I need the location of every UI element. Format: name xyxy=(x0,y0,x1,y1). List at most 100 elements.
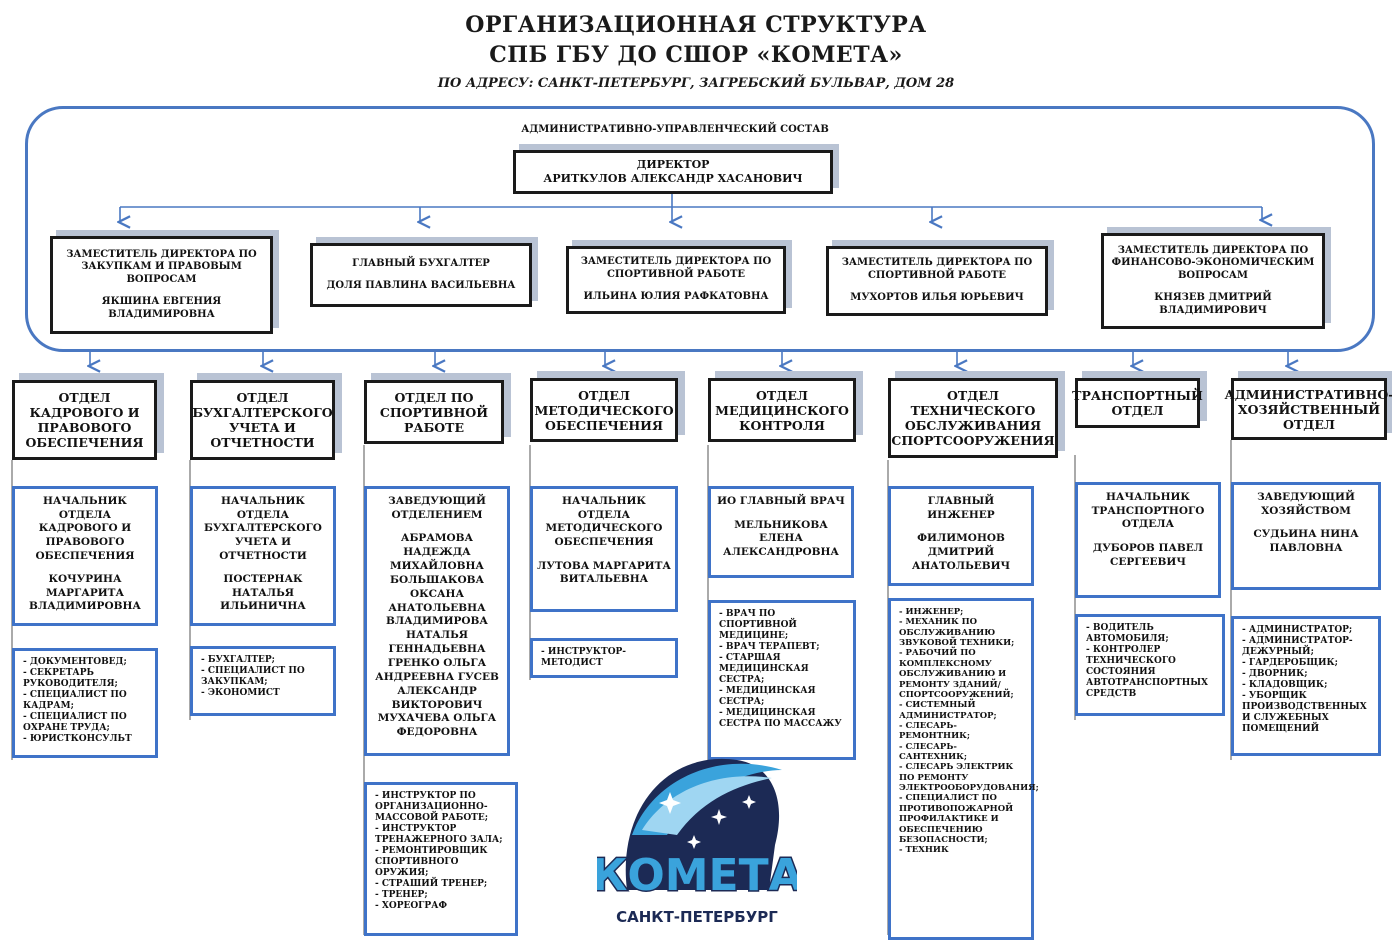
staff-item: - РЕМОНТИРОВЩИК СПОРТИВНОГО ОРУЖИЯ; xyxy=(375,845,488,878)
deputy-role: ГЛАВНЫЙ БУХГАЛТЕР xyxy=(352,257,490,269)
department-head: НАЧАЛЬНИК ОТДЕЛА МЕТОДИЧЕСКОГО ОБЕСПЕЧЕН… xyxy=(530,486,678,612)
staff-item: - ГАРДЕРОБЩИК; xyxy=(1242,657,1338,668)
deputy-role: ЗАМЕСТИТЕЛЬ ДИРЕКТОРА ПО ФИНАНСОВО-ЭКОНО… xyxy=(1111,244,1315,281)
department-box: ОТДЕЛ МЕДИЦИНСКОГО КОНТРОЛЯ xyxy=(708,378,856,442)
chart-title: ОРГАНИЗАЦИОННАЯ СТРУКТУРА xyxy=(465,12,927,38)
head-name: ФИЛИМОНОВ ДМИТРИЙ АНАТОЛЬЕВИЧ xyxy=(911,532,1011,572)
department-box: АДМИНИСТРАТИВНО-ХОЗЯЙСТВЕННЫЙ ОТДЕЛ xyxy=(1225,378,1392,440)
staff-item: - ТЕХНИК xyxy=(899,845,949,856)
staff-item: - СИСТЕМНЫЙ АДМИНИСТРАТОР; xyxy=(899,700,997,721)
department-head: НАЧАЛЬНИК ОТДЕЛА КАДРОВОГО И ПРАВОВОГО О… xyxy=(12,486,158,626)
staff-item: - ЮРИСТКОНСУЛЬТ xyxy=(23,733,132,744)
staff-item: - СЛЕСАРЬ-РЕМОНТНИК; xyxy=(899,720,970,742)
admin-frame xyxy=(25,106,1375,352)
deputy-name: ДОЛЯ ПАВЛИНА ВАСИЛЬЕВНА xyxy=(326,280,516,291)
staff-item: - СТРАШИЙ ТРЕНЕР; xyxy=(375,878,488,889)
staff-item: - ЭКОНОМИСТ xyxy=(201,687,280,698)
staff-item: - ВОДИТЕЛЬ АВТОМОБИЛЯ; xyxy=(1086,623,1169,644)
head-role: ЗАВЕДУЮЩИЙ ХОЗЯЙСТВОМ xyxy=(1257,491,1355,517)
deputy-role: ЗАМЕСТИТЕЛЬ ДИРЕКТОРА ПО СПОРТИВНОЙ РАБО… xyxy=(580,256,772,280)
director-box: ДИРЕКТОР АРИТКУЛОВ АЛЕКСАНДР ХАСАНОВИЧ xyxy=(513,150,833,194)
staff-item: - МЕДИЦИНСКАЯ СЕСТРА ПО МАССАЖУ xyxy=(719,707,842,729)
staff-list: - ВОДИТЕЛЬ АВТОМОБИЛЯ; - КОНТРОЛЕР ТЕХНИ… xyxy=(1075,614,1225,716)
staff-item: - ВРАЧ ПО СПОРТИВНОЙ МЕДИЦИНЕ; xyxy=(719,609,797,641)
address: ПО АДРЕСУ: САНКТ-ПЕТЕРБУРГ, ЗАГРЕБСКИЙ Б… xyxy=(437,76,955,91)
staff-item: - СЛЕСАРЬ-САНТЕХНИК; xyxy=(899,741,968,763)
staff-item: - АДМИНИСТРАТОР-ДЕЖУРНЫЙ; xyxy=(1242,635,1353,657)
staff-list: - ИНСТРУКТОР-МЕТОДИСТ xyxy=(530,638,678,678)
logo-city: САНКТ-ПЕТЕРБУРГ xyxy=(616,908,778,926)
head-role: НАЧАЛЬНИК ОТДЕЛА БУХГАЛТЕРСКОГО УЧЕТА И … xyxy=(204,495,322,562)
staff-item: - СПЕЦИАЛИСТ ПО ОХРАНЕ ТРУДА; xyxy=(23,711,127,733)
organization-name: СПБ ГБУ ДО СШОР «КОМЕТА» xyxy=(489,42,903,68)
department-head: НАЧАЛЬНИК ТРАНСПОРТНОГО ОТДЕЛА ДУБОРОВ П… xyxy=(1075,482,1221,598)
staff-item: - КОНТРОЛЕР ТЕХНИЧЕСКОГО СОСТОЯНИЯ АВТОТ… xyxy=(1086,644,1209,699)
department-box: ОТДЕЛ МЕТОДИЧЕСКОГО ОБЕСПЕЧЕНИЯ xyxy=(530,378,678,442)
staff-list: - БУХГАЛТЕР; - СПЕЦИАЛИСТ ПО ЗАКУПКАМ; -… xyxy=(190,646,336,716)
deputy-name: ИЛЬИНА ЮЛИЯ РАФКАТОВНА xyxy=(583,291,769,303)
department-box: ОТДЕЛ ТЕХНИЧЕСКОГО ОБСЛУЖИВАНИЯ СПОРТСОО… xyxy=(888,378,1058,458)
head-role: ГЛАВНЫЙ ИНЖЕНЕР xyxy=(927,495,995,521)
deputy-role: ЗАМЕСТИТЕЛЬ ДИРЕКТОРА ПО ЗАКУПКАМ И ПРАВ… xyxy=(66,248,257,285)
head-name: АБРАМОВА НАДЕЖДА МИХАЙЛОВНА БОЛЬШАКОВА О… xyxy=(375,532,499,739)
head-name: КОЧУРИНА МАРГАРИТА ВЛАДИМИРОВНА xyxy=(29,573,141,613)
head-name: ПОСТЕРНАК НАТАЛЬЯ ИЛЬИНИЧНА xyxy=(220,573,306,613)
deputy-name: МУХОРТОВ ИЛЬЯ ЮРЬЕВИЧ xyxy=(850,292,1024,304)
deputy-box: ЗАМЕСТИТЕЛЬ ДИРЕКТОРА ПО СПОРТИВНОЙ РАБО… xyxy=(566,246,786,314)
head-name: МЕЛЬНИКОВА ЕЛЕНА АЛЕКСАНДРОВНА xyxy=(723,518,839,558)
staff-item: - МЕХАНИК ПО ОБСЛУЖИВАНИЮ ЗВУКОВОЙ ТЕХНИ… xyxy=(899,617,1015,649)
staff-item: - БУХГАЛТЕР; xyxy=(201,655,275,665)
head-role: ЗАВЕДУЮЩИЙ ОТДЕЛЕНИЕМ xyxy=(388,495,486,521)
deputy-box: ЗАМЕСТИТЕЛЬ ДИРЕКТОРА ПО ФИНАНСОВО-ЭКОНО… xyxy=(1101,233,1325,329)
comet-emblem: КОМЕТА САНКТ-ПЕТЕРБУРГ xyxy=(590,758,804,926)
staff-item: - МЕДИЦИНСКАЯ СЕСТРА; xyxy=(719,685,816,707)
kometa-logo: КОМЕТА САНКТ-ПЕТЕРБУРГ xyxy=(590,740,804,940)
head-name: ДУБОРОВ ПАВЕЛ СЕРГЕЕВИЧ xyxy=(1092,541,1204,568)
staff-list: - ИНЖЕНЕР; - МЕХАНИК ПО ОБСЛУЖИВАНИЮ ЗВУ… xyxy=(888,598,1039,940)
deputy-role: ЗАМЕСТИТЕЛЬ ДИРЕКТОРА ПО СПОРТИВНОЙ РАБО… xyxy=(841,257,1033,281)
department-head: НАЧАЛЬНИК ОТДЕЛА БУХГАЛТЕРСКОГО УЧЕТА И … xyxy=(190,486,336,626)
staff-item: - ДВОРНИК; xyxy=(1242,668,1308,679)
deputy-box: ЗАМЕСТИТЕЛЬ ДИРЕКТОРА ПО ЗАКУПКАМ И ПРАВ… xyxy=(50,236,273,334)
head-name: СУДЬИНА НИНА ПАВЛОВНА xyxy=(1253,528,1359,554)
head-role: НАЧАЛЬНИК ОТДЕЛА КАДРОВОГО И ПРАВОВОГО О… xyxy=(35,495,135,562)
department-head: ИО ГЛАВНЫЙ ВРАЧ МЕЛЬНИКОВА ЕЛЕНА АЛЕКСАН… xyxy=(708,486,854,578)
staff-list: - АДМИНИСТРАТОР; - АДМИНИСТРАТОР-ДЕЖУРНЫ… xyxy=(1231,616,1381,756)
department-box: ОТДЕЛ БУХГАЛТЕРСКОГО УЧЕТА И ОТЧЕТНОСТИ xyxy=(190,380,335,460)
staff-item: - СПЕЦИАЛИСТ ПО ЗАКУПКАМ; xyxy=(201,665,305,687)
staff-item: - СЕКРЕТАРЬ РУКОВОДИТЕЛЯ; xyxy=(23,667,118,689)
admin-label: АДМИНИСТРАТИВНО-УПРАВЛЕНЧЕСКИЙ СОСТАВ xyxy=(521,124,829,135)
logo-wordmark: КОМЕТА xyxy=(597,850,797,901)
director-role: ДИРЕКТОР xyxy=(636,158,710,172)
staff-item: - ХОРЕОГРАФ xyxy=(375,900,448,911)
department-head: ГЛАВНЫЙ ИНЖЕНЕР ФИЛИМОНОВ ДМИТРИЙ АНАТОЛ… xyxy=(888,486,1034,586)
department-box: ОТДЕЛ ПО СПОРТИВНОЙ РАБОТЕ xyxy=(364,380,504,444)
staff-item: - АДМИНИСТРАТОР; xyxy=(1242,625,1353,635)
staff-item: - ТРЕНЕР; xyxy=(375,889,428,900)
department-box: ОТДЕЛ КАДРОВОГО И ПРАВОВОГО ОБЕСПЕЧЕНИЯ xyxy=(12,380,157,460)
staff-item: - УБОРЩИК ПРОИЗВОДСТВЕННЫХ И СЛУЖЕБНЫХ П… xyxy=(1242,690,1367,734)
staff-item: - ИНСТРУКТОР ТРЕНАЖЕРНОГО ЗАЛА; xyxy=(375,823,503,845)
head-role: НАЧАЛЬНИК ТРАНСПОРТНОГО ОТДЕЛА xyxy=(1091,491,1205,531)
staff-item: - ИНСТРУКТОР ПО ОРГАНИЗАЦИОННО-МАССОВОЙ … xyxy=(375,791,489,823)
staff-item: - ВРАЧ ТЕРАПЕВТ; xyxy=(719,641,820,652)
staff-item: - СПЕЦИАЛИСТ ПО КАДРАМ; xyxy=(23,689,127,711)
department-head: ЗАВЕДУЮЩИЙ ХОЗЯЙСТВОМ СУДЬИНА НИНА ПАВЛО… xyxy=(1231,482,1381,590)
staff-item: - СПЕЦИАЛИСТ ПО ПРОТИВОПОЖАРНОЙ ПРОФИЛАК… xyxy=(899,793,1014,845)
staff-list: - ДОКУМЕНТОВЕД; - СЕКРЕТАРЬ РУКОВОДИТЕЛЯ… xyxy=(12,648,158,758)
deputy-box: ГЛАВНЫЙ БУХГАЛТЕР ДОЛЯ ПАВЛИНА ВАСИЛЬЕВН… xyxy=(310,243,532,307)
staff-item: - СЛЕСАРЬ ЭЛЕКТРИК ПО РЕМОНТУ ЭЛЕКТРООБО… xyxy=(899,762,1039,794)
director-name: АРИТКУЛОВ АЛЕКСАНДР ХАСАНОВИЧ xyxy=(543,172,803,185)
staff-list: - ИНСТРУКТОР ПО ОРГАНИЗАЦИОННО-МАССОВОЙ … xyxy=(364,782,518,936)
deputy-box: ЗАМЕСТИТЕЛЬ ДИРЕКТОРА ПО СПОРТИВНОЙ РАБО… xyxy=(826,246,1048,316)
staff-item: - РАБОЧИЙ ПО КОМПЛЕКСНОМУ ОБСЛУЖИВАНИЮ И… xyxy=(899,648,1014,700)
deputy-name: КНЯЗЕВ ДМИТРИЙ ВЛАДИМИРОВИЧ xyxy=(1154,292,1272,316)
staff-item: - ИНЖЕНЕР; xyxy=(899,607,964,617)
staff-list: - ВРАЧ ПО СПОРТИВНОЙ МЕДИЦИНЕ; - ВРАЧ ТЕ… xyxy=(708,600,856,760)
head-role: ИО ГЛАВНЫЙ ВРАЧ xyxy=(717,495,845,507)
staff-item: - ДОКУМЕНТОВЕД; xyxy=(23,657,127,667)
department-head: ЗАВЕДУЮЩИЙ ОТДЕЛЕНИЕМ АБРАМОВА НАДЕЖДА М… xyxy=(364,486,510,756)
staff-item: - СТАРШАЯ МЕДИЦИНСКАЯ СЕСТРА; xyxy=(719,652,809,685)
deputy-name: ЯКШИНА ЕВГЕНИЯ ВЛАДИМИРОВНА xyxy=(101,296,222,320)
head-role: НАЧАЛЬНИК ОТДЕЛА МЕТОДИЧЕСКОГО ОБЕСПЕЧЕН… xyxy=(545,495,663,548)
